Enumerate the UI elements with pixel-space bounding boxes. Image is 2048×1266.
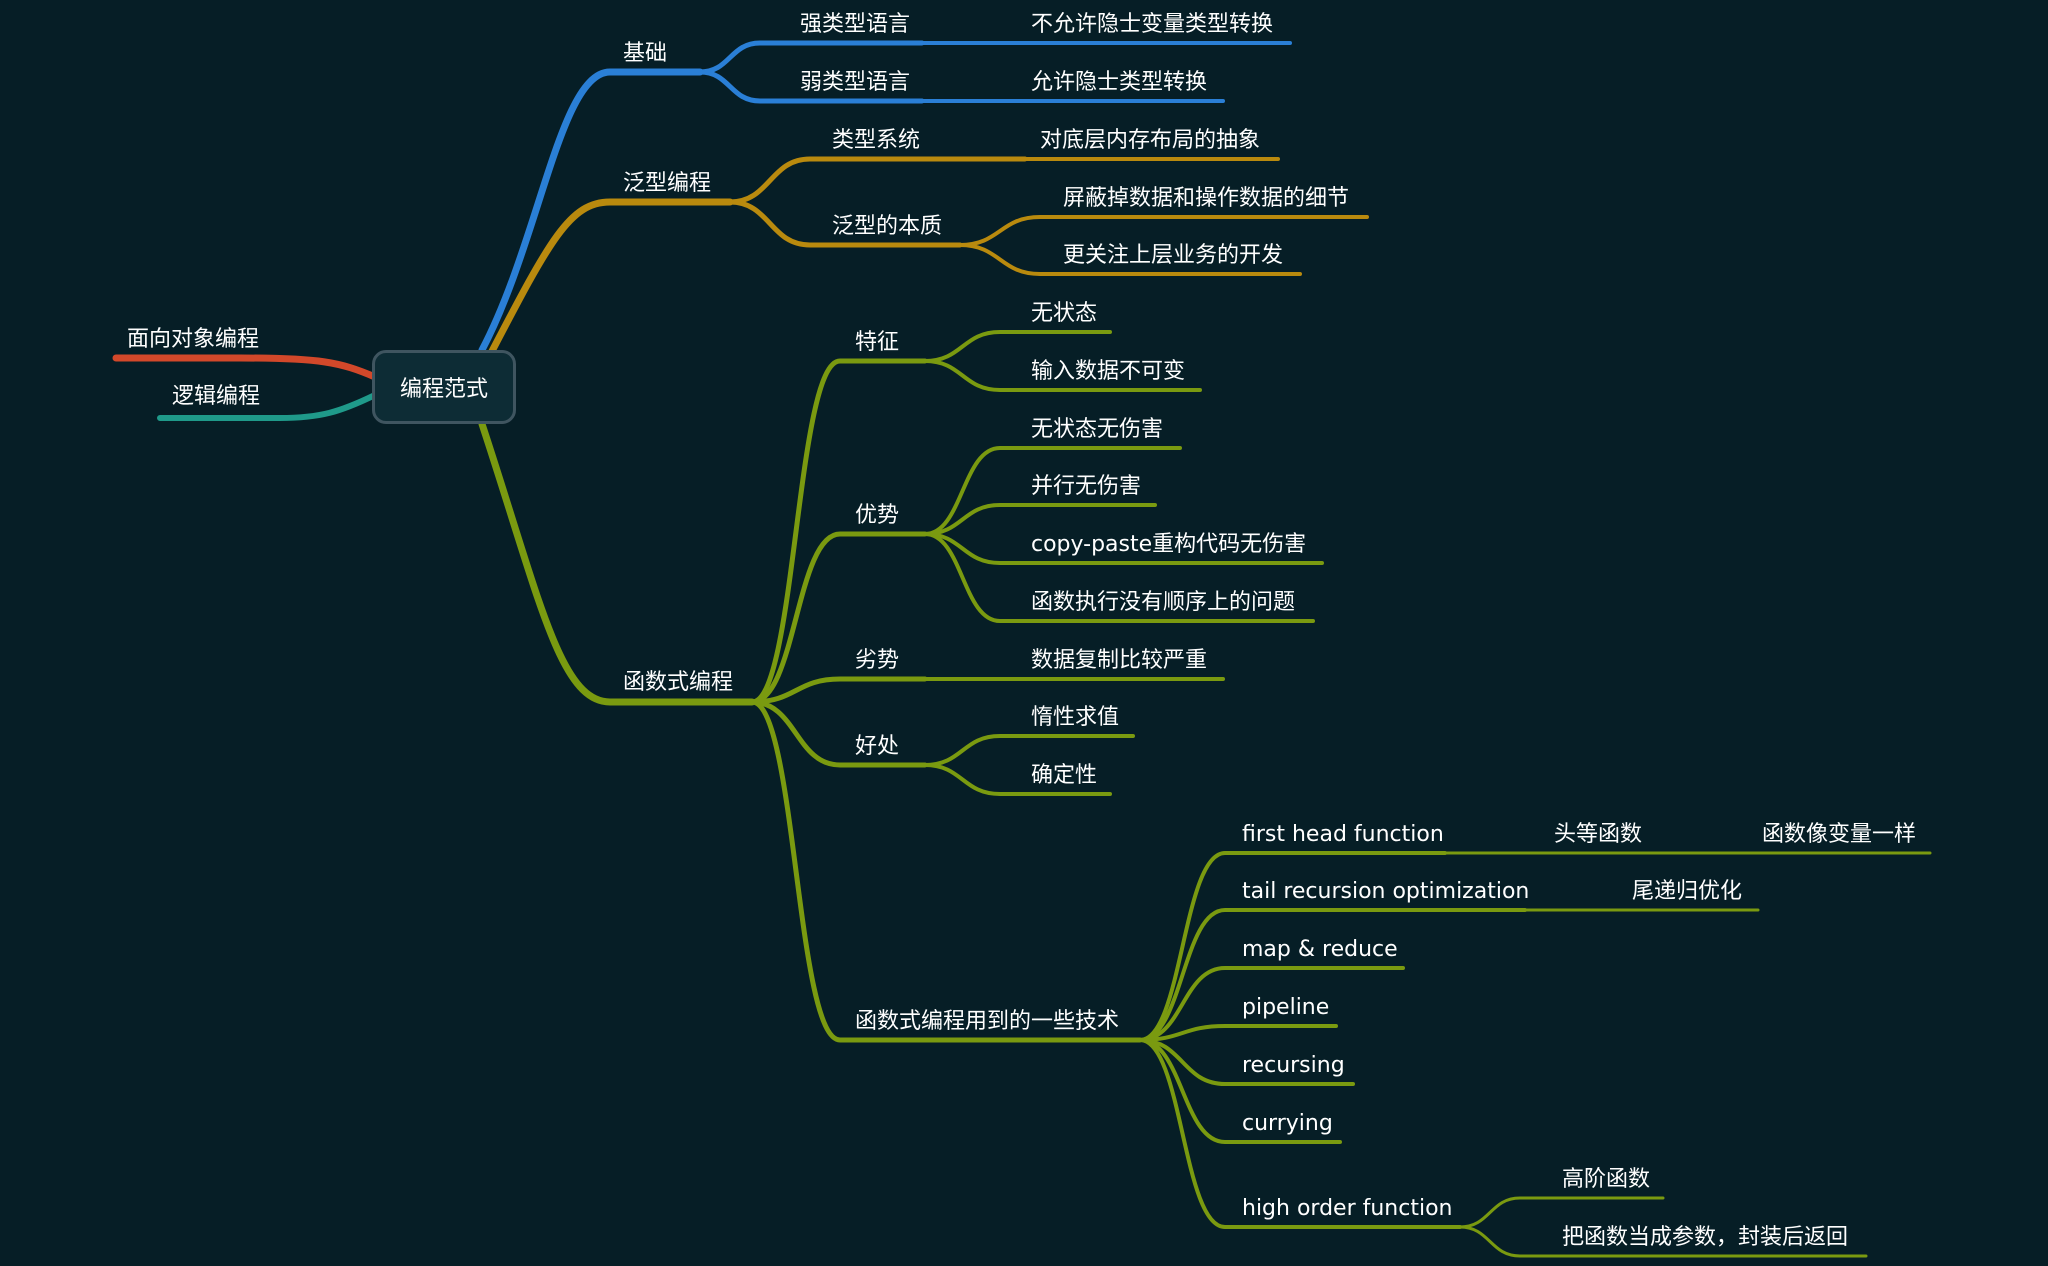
node-first-class-function[interactable]: 头等函数 [1554,822,1643,847]
node-feature-item-1[interactable]: 无状态 [1031,301,1098,326]
node-generic-essence[interactable]: 泛型的本质 [832,214,943,239]
node-advantage-item-4[interactable]: 函数执行没有顺序上的问题 [1031,590,1296,615]
node-features[interactable]: 特征 [855,330,900,355]
node-essence-item-1[interactable]: 屏蔽掉数据和操作数据的细节 [1063,186,1350,211]
node-first-head-function[interactable]: first head function [1242,822,1444,847]
link-advantages [749,531,928,705]
node-functions-as-variables[interactable]: 函数像变量一样 [1762,822,1917,847]
root-label: 编程范式 [399,377,488,402]
link-type-system [727,156,1028,205]
node-pipeline[interactable]: pipeline [1242,995,1330,1020]
link-generic [486,198,734,359]
link-high-order-2 [1458,1225,1868,1258]
link-essence-1 [958,215,1369,247]
link-adv-4 [923,532,1315,623]
link-strong [697,40,925,75]
link-benefits [749,699,928,768]
node-advantage-item-1[interactable]: 无状态无伤害 [1031,417,1164,442]
link-tech-pipeline [1138,1024,1338,1042]
node-functional[interactable]: 函数式编程 [623,670,734,695]
node-currying[interactable]: currying [1242,1111,1333,1136]
node-essence-item-2[interactable]: 更关注上层业务的开发 [1063,243,1284,268]
link-adv-1 [923,446,1182,536]
node-disadvantages[interactable]: 劣势 [855,648,900,673]
node-type-system-note[interactable]: 对底层内存布局的抽象 [1040,128,1261,153]
node-benefits[interactable]: 好处 [855,734,900,759]
node-logic[interactable]: 逻辑编程 [172,384,261,409]
node-techniques[interactable]: 函数式编程用到的一些技术 [855,1009,1120,1034]
node-advantages[interactable]: 优势 [855,503,900,528]
link-logic [157,392,378,421]
link-essence [727,199,963,248]
node-advantage-item-2[interactable]: 并行无伤害 [1031,474,1142,499]
link-weak [697,69,925,104]
link-adv-2 [923,503,1157,536]
link-tech-tail [1138,908,1527,1042]
link-functional [478,420,756,706]
node-tail-recursion-opt[interactable]: 尾递归优化 [1632,879,1743,904]
node-recursing[interactable]: recursing [1242,1053,1345,1078]
link-features [749,358,928,705]
link-basics [478,68,704,354]
node-high-order-item-1[interactable]: 高阶函数 [1562,1167,1651,1192]
link-techniques [749,699,1143,1043]
node-type-system[interactable]: 类型系统 [832,128,921,153]
node-feature-item-2[interactable]: 输入数据不可变 [1031,359,1186,384]
link-ben-1 [923,734,1135,767]
node-basics[interactable]: 基础 [623,41,668,66]
link-ben-2 [923,763,1112,796]
node-high-order-item-2[interactable]: 把函数当成参数，封装后返回 [1562,1225,1849,1250]
node-benefit-item-1[interactable]: 惰性求值 [1031,705,1120,730]
link-disadvantages [749,676,928,705]
node-disadvantage-item-1[interactable]: 数据复制比较严重 [1031,648,1208,673]
node-generic[interactable]: 泛型编程 [623,171,712,196]
link-tech-high-order [1138,1038,1462,1229]
node-strong-typed[interactable]: 强类型语言 [800,12,911,37]
node-weak-typed[interactable]: 弱类型语言 [800,70,911,95]
node-tail-recursion[interactable]: tail recursion optimization [1242,879,1530,904]
link-essence-2 [958,243,1302,276]
node-high-order-function[interactable]: high order function [1242,1196,1453,1221]
node-benefit-item-2[interactable]: 确定性 [1031,763,1098,788]
node-map-reduce[interactable]: map & reduce [1242,937,1398,962]
link-high-order-1 [1458,1196,1665,1229]
link-tech-map [1138,966,1405,1042]
link-tech-currying [1138,1038,1342,1144]
node-weak-typed-note[interactable]: 允许隐士类型转换 [1031,70,1208,95]
node-advantage-item-3[interactable]: copy-paste重构代码无伤害 [1031,532,1307,557]
node-strong-typed-note[interactable]: 不允许隐士变量类型转换 [1031,12,1274,37]
root-node[interactable]: 编程范式 [372,350,516,424]
link-tech-first-head [1138,851,1447,1042]
link-oop [112,354,379,381]
link-feature-1 [923,330,1112,363]
node-oop[interactable]: 面向对象编程 [127,327,260,352]
link-feature-2 [923,359,1202,392]
